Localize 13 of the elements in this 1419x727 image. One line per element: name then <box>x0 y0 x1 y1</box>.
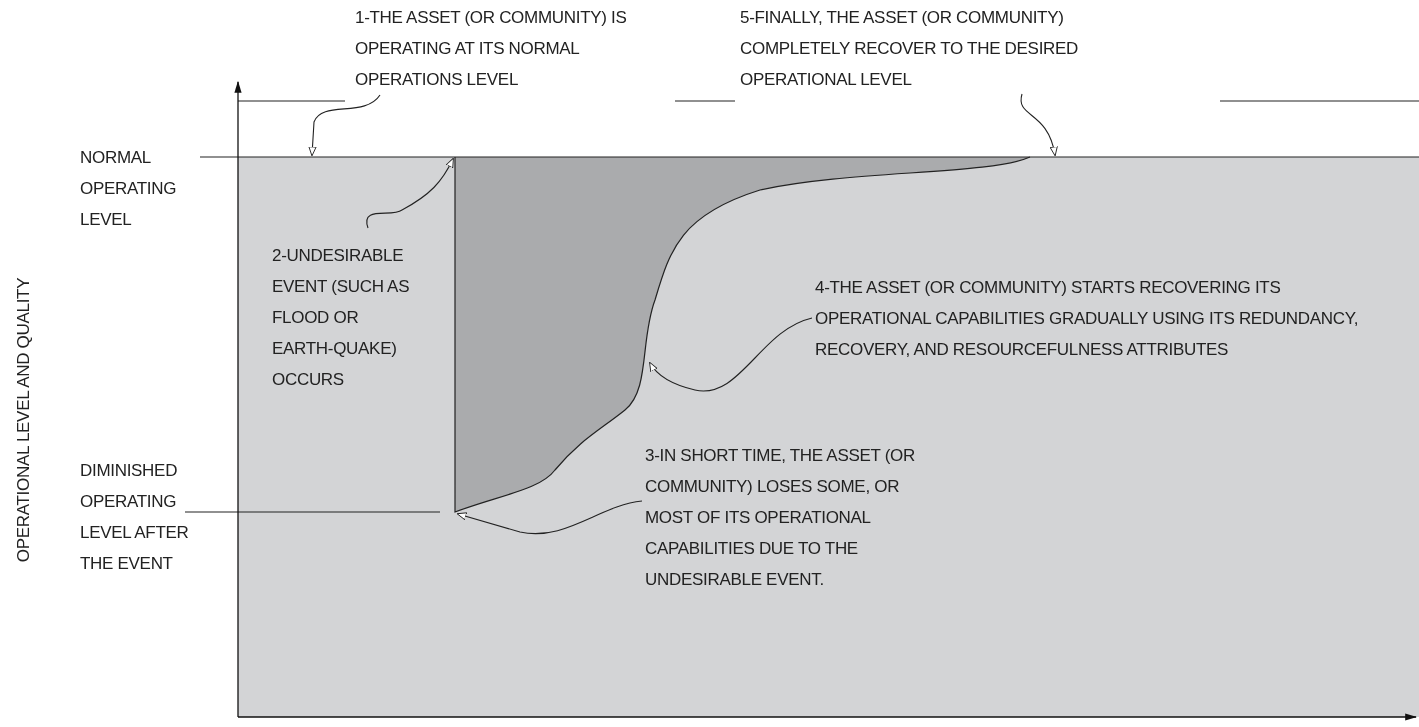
callout-text: 1-THE ASSET (OR COMMUNITY) IS OPERATING AT ITS NORMAL OPERATIONS LEVEL <box>355 2 645 95</box>
leader-line <box>308 94 381 157</box>
leader-line <box>1020 93 1058 157</box>
callout-text: 5-FINALLY, THE ASSET (OR COMMUNITY) COMPLETELY RECOVER TO THE DESIRED OPERATIONAL LEVEL <box>740 2 1090 95</box>
level-label: NORMAL OPERATING LEVEL <box>80 147 178 231</box>
level-label: DIMINISHED OPERATING LEVEL AFTER THE EVENT <box>80 460 190 575</box>
leader-line <box>456 500 643 535</box>
callout-text: 3-IN SHORT TIME, THE ASSET (OR COMMUNITY) LOSES SOME, OR MOST OF ITS OPERATIONAL CAPABILITIES DUE TO THE UNDESIRABLE EVENT. <box>645 440 935 595</box>
axis-title: OPERATIONAL LEVEL AND QUALITY <box>13 276 34 565</box>
callout-text: 4-THE ASSET (OR COMMUNITY) STARTS RECOVERING ITS OPERATIONAL CAPABILITIES GRADUALLY USING ITS REDUNDANCY, RECOVERY, AND RESOURCEFULNESS ATTRIBUTES <box>815 272 1375 365</box>
leader-line <box>366 157 454 229</box>
callout-text: 2-UNDESIRABLE EVENT (SUCH AS FLOOD OR EARTH-QUAKE) OCCURS <box>272 240 422 395</box>
leader-line <box>649 317 813 392</box>
